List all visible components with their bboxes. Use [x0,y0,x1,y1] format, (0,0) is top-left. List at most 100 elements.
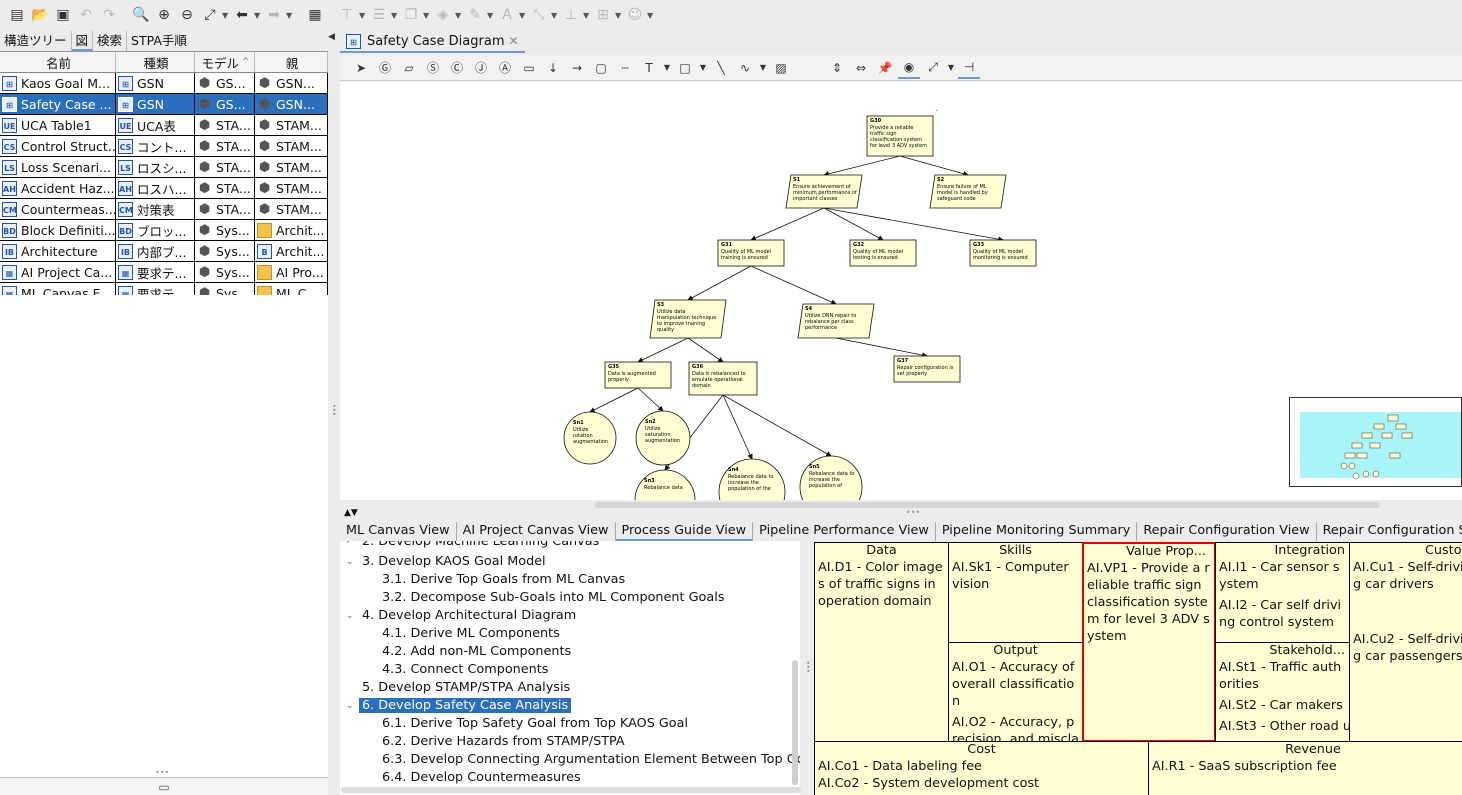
process-step-item[interactable]: 5. Develop STAMP/STPA Analysis [362,680,571,695]
justification-tool-icon[interactable]: Ⓙ [474,61,487,75]
process-step-item[interactable]: 3.1. Derive Top Goals from ML Canvas [382,572,626,587]
vertical-scrollbar[interactable] [792,660,798,785]
canvas-cell-revenue[interactable]: Revenue AI.R1 - SaaS subscription fee [1148,741,1462,795]
arrange-icon[interactable]: ❐ [404,7,418,23]
supported-by-arrow[interactable] [823,207,884,241]
table-cell[interactable]: ⊞GSN [116,94,195,114]
table-cell[interactable]: ⬢STAM... [255,136,328,156]
note-tool-icon[interactable]: ▢ [595,60,607,75]
canvas-cell-customers[interactable]: Custom AI.Cu1 - Self-driving car drivers… [1349,542,1462,742]
chevron-down-icon[interactable]: ▼ [647,10,654,20]
tab-search[interactable]: 検索 [93,31,128,51]
tree-layout-icon[interactable]: ⊥ [564,7,578,23]
align-top-icon[interactable]: ⊤ [340,7,354,23]
process-step-item[interactable]: 4. Develop Architectural Diagram [362,608,577,623]
chevron-down-icon[interactable]: ▼ [615,10,622,20]
tab-repair-configuration-summary[interactable]: Repair Configuration Summary [1322,523,1462,538]
expand-collapse-icon[interactable]: ▲▼ [344,508,358,518]
table-cell[interactable]: ⬢Sys... [195,220,255,240]
table-cell[interactable]: ⊞Safety Case ... [0,94,116,114]
new-file-icon[interactable]: ▤ [10,7,24,23]
process-step-item[interactable]: 6. Develop Safety Case Analysis [359,698,572,713]
chevron-down-icon[interactable]: ▼ [583,10,590,20]
module-tool-icon[interactable]: ▭ [523,60,535,75]
tab-pipeline-monitoring-summary[interactable]: Pipeline Monitoring Summary [936,522,1138,541]
undo-icon[interactable]: ↶ [80,7,92,23]
canvas-cell-stakeholders[interactable]: Stakehold... AI.St1 - Traffic authoritie… [1215,642,1350,742]
back-icon[interactable]: ⬅ [236,7,248,23]
context-tool-icon[interactable]: Ⓒ [450,61,463,75]
collapse-left-icon[interactable]: ◀ [328,32,335,42]
chevron-down-icon[interactable]: ▼ [359,10,366,20]
process-step-item[interactable]: 3.2. Decompose Sub-Goals into ML Compone… [382,590,725,605]
tab-process-guide-view[interactable]: Process Guide View [615,522,754,541]
table-cell[interactable]: ⬢STAM... [255,157,328,177]
snap-icon[interactable]: ◉ [898,57,920,79]
fit-screen-icon[interactable]: ⤢ [204,7,216,23]
drag-handle-icon[interactable]: ••• [155,768,170,777]
horizontal-scrollbar[interactable] [341,787,801,793]
column-header-parent[interactable]: 親 [255,52,328,72]
process-step-item[interactable]: 3. Develop KAOS Goal Model [362,554,546,569]
line-color-icon[interactable]: ✎ [469,7,481,23]
supported-by-arrow[interactable] [589,387,639,413]
in-context-of-tool-icon[interactable]: → [571,60,583,75]
tab-stpa-steps[interactable]: STPA手順 [131,33,187,48]
table-cell[interactable]: Archit... [255,220,328,240]
supported-by-arrow[interactable] [722,394,832,457]
supported-by-tool-icon[interactable]: ↓ [547,60,559,75]
table-cell[interactable]: ⬢STA... [195,199,255,219]
process-step-item[interactable]: 6.3. Develop Connecting Argumentation El… [382,752,800,767]
line-tool-icon[interactable]: ╲ [717,60,725,75]
solution-tool-icon[interactable]: Ⓢ [426,61,439,75]
zoom-in-icon[interactable]: ⊕ [158,7,170,23]
chevron-down-icon[interactable]: ▼ [222,10,229,20]
tab-diagram[interactable]: 図 [71,31,94,51]
save-icon[interactable]: ▣ [56,7,70,23]
table-cell[interactable]: ▦AI Project Ca... [0,262,116,282]
table-cell[interactable]: ⬢STA... [195,157,255,177]
table-cell[interactable]: ⊞Kaos Goal M... [0,73,116,93]
table-cell[interactable]: AI Pro... [255,262,328,282]
process-step-item[interactable]: 6.2. Derive Hazards from STAMP/STPA [382,734,625,749]
chevron-down-icon[interactable]: ▼ [663,63,671,72]
drag-handle-icon[interactable]: ••• [906,508,921,517]
column-header-kind[interactable]: 種類 [116,52,195,72]
tab-safety-case-diagram[interactable]: ⊞ Safety Case Diagram ✕ [340,31,525,53]
supported-by-arrow[interactable] [722,394,753,460]
horizontal-splitter[interactable]: ▲▼ ••• [340,508,1462,522]
supported-by-arrow[interactable] [637,337,689,363]
strategy-tool-icon[interactable]: ▱ [404,60,414,75]
chevron-down-icon[interactable]: ▼ [551,10,558,20]
inner-splitter[interactable]: ••• [803,542,814,795]
canvas-cell-cost[interactable]: Cost AI.Co1 - Data labeling fee AI.Co2 -… [814,741,1149,795]
supported-by-arrow[interactable] [687,337,724,363]
chevron-down-icon[interactable]: ⌄ [346,557,354,567]
line-style-icon[interactable]: ⤡ [533,7,545,23]
rectangle-tool-icon[interactable]: □ [679,60,691,75]
process-step-item[interactable]: 2. Develop Machine Learning Canvas [362,541,600,549]
forward-icon[interactable]: ➡ [268,7,280,23]
table-cell[interactable]: ▦要求テ... [116,262,195,282]
table-cell[interactable]: ⬢STA... [195,136,255,156]
supported-by-arrow[interactable] [835,337,928,358]
pin-icon[interactable]: 📌 [877,60,893,75]
